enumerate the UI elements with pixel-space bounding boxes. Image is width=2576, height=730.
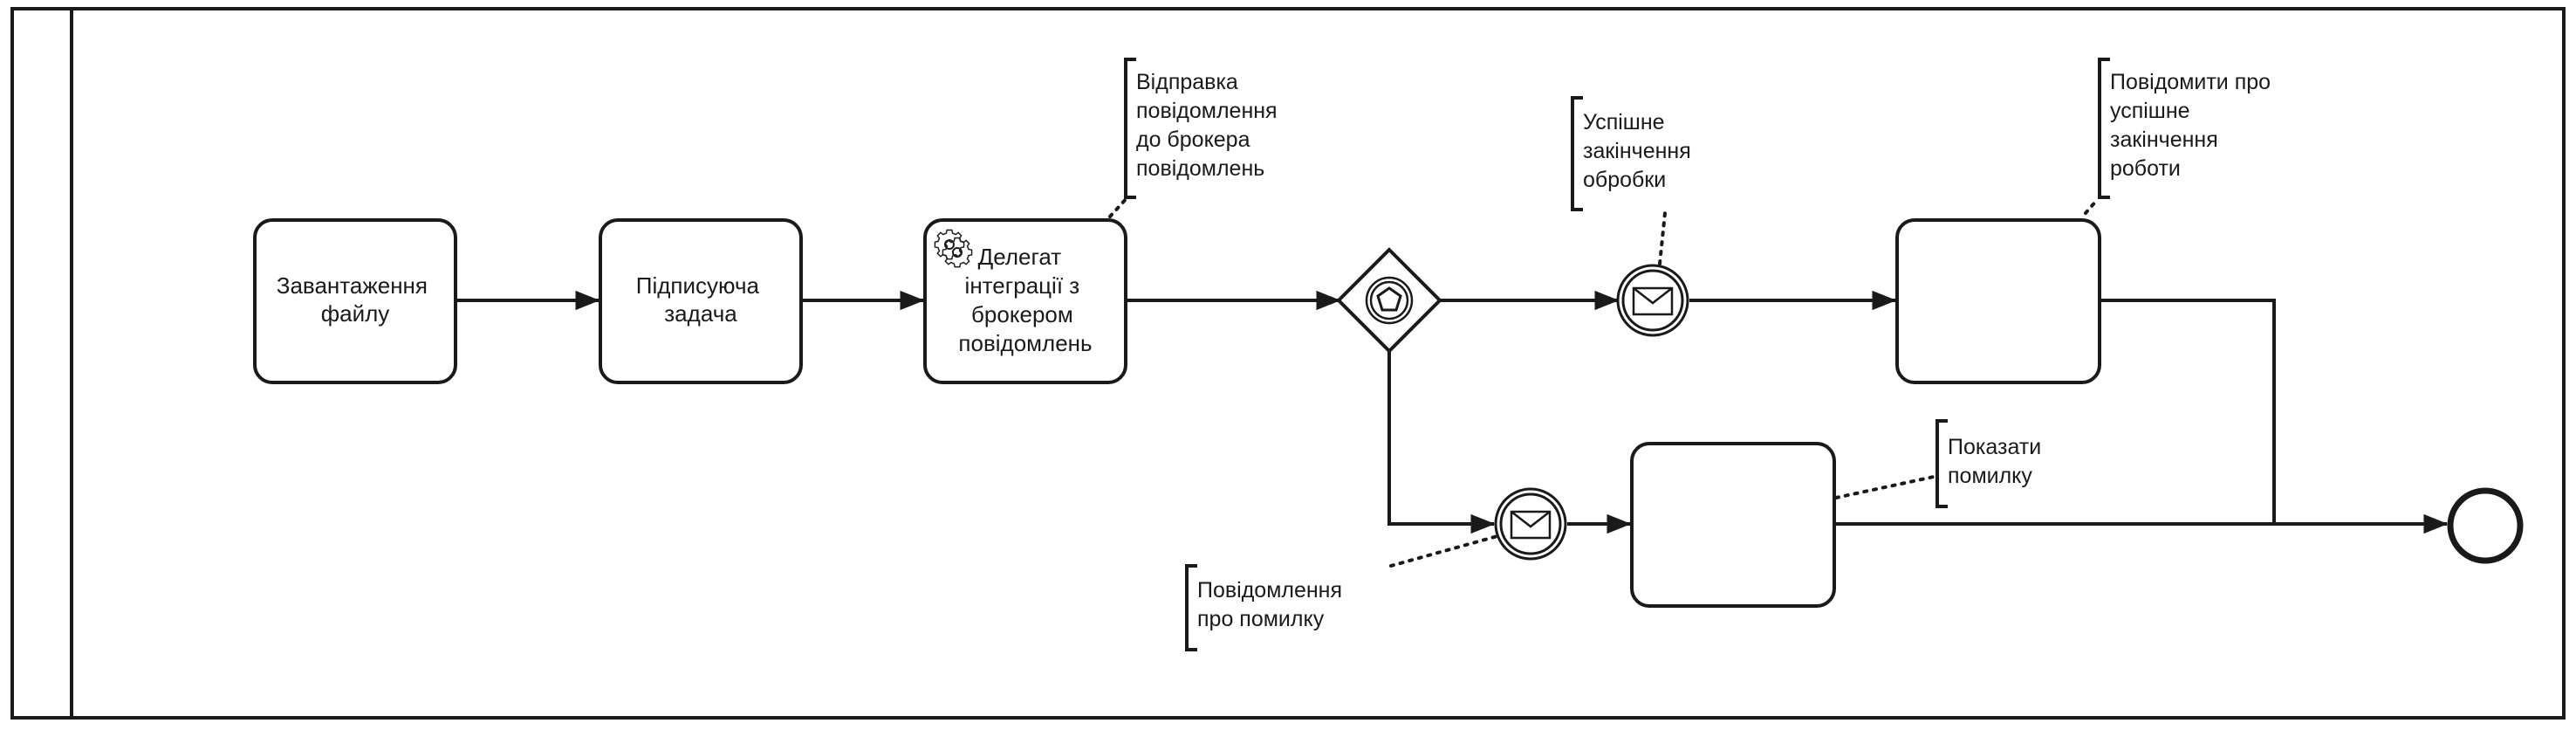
association-notify-success[interactable] [2084, 197, 2100, 215]
svg-text:Підписуюча задача: Підписуюча задача [636, 272, 765, 327]
svg-text:Повідомлення про помилку: Повідомлення про помилку [1197, 578, 1348, 631]
success-message-event[interactable] [1616, 264, 1689, 337]
annotation-notify-success[interactable]: Повідомити про успішне закінчення роботи [2098, 58, 2277, 199]
envelope-icon [1632, 286, 1674, 316]
task-label-line: файлу [321, 300, 390, 327]
annotation-line: успішне [2110, 99, 2190, 123]
annotation-line: про помилку [1197, 607, 1325, 631]
task-label-line: інтеграції з [965, 272, 1080, 299]
svg-text:Відправка повідомлення: Відправка повідомлення до брокера повідо… [1136, 70, 1284, 181]
task-label-line: брокером [971, 301, 1073, 327]
pentagon-icon [1376, 286, 1402, 312]
svg-text:Завантаження файлу: Завантаження файлу [277, 272, 434, 327]
event-based-gateway[interactable] [1336, 247, 1442, 354]
annotation-line: помилку [1948, 464, 2032, 488]
task-show-error[interactable] [1630, 442, 1836, 608]
task-signing[interactable]: Підписуюча задача [599, 218, 803, 384]
association-send-message[interactable] [1108, 196, 1129, 218]
flow-success-task-to-end[interactable] [2101, 299, 2276, 524]
task-upload-file[interactable]: Завантаження файлу [253, 218, 457, 384]
error-message-event[interactable] [1494, 487, 1567, 561]
association-show-error[interactable] [1834, 475, 1935, 499]
annotation-show-error[interactable]: Показати помилку [1935, 419, 2047, 508]
associations [1108, 196, 2100, 568]
annotation-line: до брокера [1136, 127, 1250, 152]
annotation-line: закінчення [2110, 127, 2218, 152]
annotation-line: обробки [1583, 168, 1666, 192]
end-event[interactable] [2447, 487, 2524, 564]
svg-text:Повідомити про успішне: Повідомити про успішне закінчення роботи [2110, 70, 2277, 181]
annotation-line: повідомлення [1136, 99, 1278, 123]
task-label-line: Підписуюча [636, 272, 760, 299]
envelope-icon [1510, 510, 1552, 540]
svg-text:Делегат інтеграції з: Делегат інтеграції з брокером повідомлен… [958, 244, 1092, 356]
annotation-line: роботи [2110, 156, 2181, 181]
task-broker-delegate[interactable]: Делегат інтеграції з брокером повідомлен… [923, 218, 1127, 384]
annotation-line: Повідомити про [2110, 70, 2271, 94]
sequence-flows [456, 290, 2449, 534]
task-label-line: задача [664, 300, 737, 327]
task-label-line: повідомлень [958, 330, 1092, 356]
task-label-line: Завантаження [277, 272, 428, 299]
flow-gateway-to-error-event[interactable] [1387, 351, 1496, 534]
annotation-success-processing[interactable]: Успішне закінчення обробки [1571, 96, 1697, 211]
association-error-message[interactable] [1389, 534, 1499, 568]
annotation-line: Показати [1948, 435, 2041, 459]
annotation-line: Успішне [1583, 110, 1665, 134]
annotation-error-message[interactable]: Повідомлення про помилку [1185, 564, 1348, 651]
annotation-line: Повідомлення [1197, 578, 1342, 603]
annotation-line: повідомлень [1136, 156, 1264, 181]
annotation-line: Відправка [1136, 70, 1238, 94]
annotation-line: закінчення [1583, 139, 1691, 163]
association-success-processing[interactable] [1658, 211, 1667, 265]
task-label-line: Делегат [978, 244, 1062, 270]
svg-text:Успішне закінчення: Успішне закінчення обробки [1583, 110, 1697, 192]
annotation-send-message[interactable]: Відправка повідомлення до брокера повідо… [1124, 58, 1284, 199]
svg-text:Показати помилку: Показати помилку [1948, 435, 2047, 488]
task-notify-success[interactable] [1895, 218, 2101, 384]
gear-icon [934, 229, 973, 268]
